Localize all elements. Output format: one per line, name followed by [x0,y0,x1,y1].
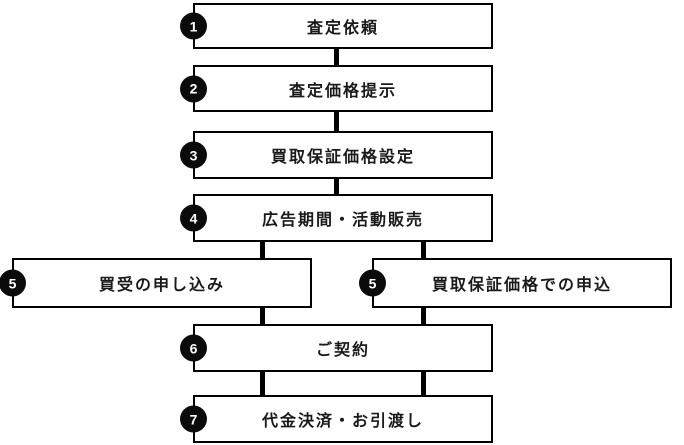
step-number-badge: 5 [359,269,386,297]
step-box-1-assessment-request: 1 査定依頼 [180,3,493,49]
connector-line-step5-left-step6 [260,306,265,326]
step-label: 買取保証価格設定 [270,149,415,166]
step-label: 広告期間・活動販売 [261,212,424,229]
step-box-4-advertising-sales: 4 広告期間・活動販売 [180,194,493,242]
connector-line-step4-step5-left [260,240,265,260]
step-box-3-guarantee-price-setting: 3 買取保証価格設定 [180,131,493,179]
connector-line-step3-step4 [334,177,339,196]
connector-line-step6-step7-left [260,370,265,397]
step-box-6-contract: 6 ご契約 [180,324,493,372]
connector-line-step5-right-step6 [421,306,426,326]
step-box-5-purchase-offer: 5 買受の申し込み [0,258,312,308]
step-number-badge: 6 [180,334,207,362]
step-number-badge: 1 [180,12,207,40]
step-number-badge: 2 [180,75,207,102]
step-box-5-guarantee-price-offer: 5 買取保証価格での申込 [359,258,672,308]
connector-line-step6-step7-right [421,370,426,397]
step-number-badge: 4 [180,204,207,232]
step-label: 査定価格提示 [288,82,397,100]
step-box-7-settlement-handover: 7 代金決済・お引渡し [180,395,493,443]
step-label: 査定依頼 [306,20,379,37]
connector-line-step4-step5-right [421,240,426,260]
connector-line-step2-step3 [334,110,339,133]
connector-line-step1-step2 [334,47,339,67]
step-number-badge: 5 [0,269,26,297]
step-box-2-assessment-price: 2 査定価格提示 [180,65,493,112]
step-label: 買受の申し込み [98,277,225,294]
step-label: 買取保証価格での申込 [431,277,612,294]
step-label: 代金決済・お引渡し [261,413,424,430]
step-number-badge: 7 [180,405,207,433]
step-number-badge: 3 [180,141,207,169]
step-label: ご契約 [315,342,370,359]
